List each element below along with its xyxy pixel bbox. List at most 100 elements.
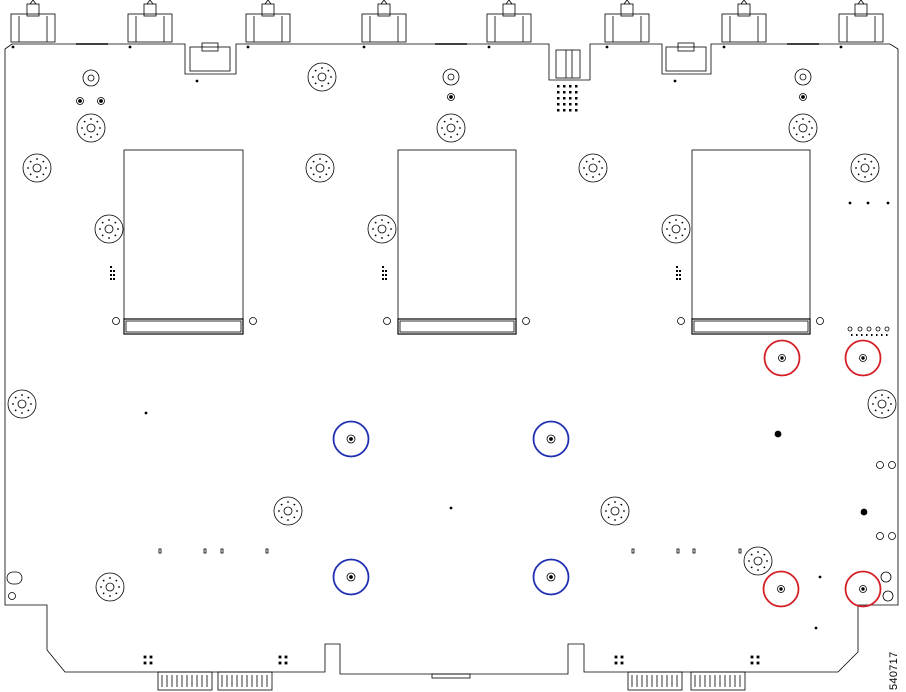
bottom-connector [157,671,213,691]
blue-callout [532,420,570,458]
solder-dot [886,201,890,205]
top-connector-row [10,0,884,72]
pin [575,97,578,100]
solder-dot [673,79,677,83]
small-hole [888,461,896,469]
solder-dot [814,626,818,630]
red-callout [762,570,800,608]
small-hole-group [6,68,896,630]
standoff [788,113,818,143]
pin [563,109,566,112]
pin [569,109,572,112]
bottom-connector [627,671,683,691]
solder-dot [774,430,782,438]
top-connector [361,0,407,49]
led-column [676,266,681,280]
pad [631,548,635,554]
top-connector [10,0,56,49]
standoff [76,113,106,143]
top-connector [838,0,884,49]
small-hole [249,317,257,325]
via-hole [447,93,455,101]
bottom-connector-row [143,655,760,691]
top-connector [721,0,767,49]
pad [692,548,696,554]
small-hole [876,461,884,469]
blue-callout [532,558,570,596]
solder-dot [860,508,868,516]
pad [738,548,742,554]
standoff [94,214,124,244]
standoff [305,153,335,183]
top-connector [604,0,650,49]
board-outline [4,43,899,675]
small-hole [383,317,391,325]
red-callout [844,339,882,377]
module-slot-right [691,149,811,335]
pin [569,97,572,100]
solder-dot [144,411,148,415]
blue-callout [332,558,370,596]
pad [265,548,269,554]
small-hole [876,532,884,540]
standoff [22,153,52,183]
pin [575,85,578,88]
small-hole [888,532,896,540]
small-hole [522,317,530,325]
pin [563,85,566,88]
standoff [95,572,125,602]
standoff [600,496,630,526]
pin [557,91,560,94]
pin [575,109,578,112]
standoff [743,546,773,576]
solder-dot [818,575,822,579]
top-connector [245,0,291,49]
red-callout [763,339,801,377]
pin [569,103,572,106]
callout-group [332,339,882,608]
led-column [382,266,387,280]
top-connector [486,0,532,49]
pin-header [555,49,581,112]
pin [563,103,566,106]
pin [569,91,572,94]
bottom-connector [690,671,746,691]
small-hole [880,571,892,583]
small-hole [8,592,16,600]
solder-dot [449,506,453,510]
standoff [436,113,466,143]
pad-cluster [278,655,288,665]
small-hole [816,317,824,325]
standoff [307,62,337,92]
pin [557,109,560,112]
solder-dot [866,201,870,205]
pin [575,91,578,94]
standoff [7,389,37,419]
pin [563,97,566,100]
pin [569,85,572,88]
indicator-row [847,326,890,336]
figure-id-label: 540717 [888,651,900,690]
blue-callout [332,420,370,458]
solder-dot [195,79,199,83]
standoff-group [7,62,897,602]
mount-hole [82,69,100,87]
pad [220,548,224,554]
pad-cluster [143,655,153,665]
pad [158,548,162,554]
small-hole [112,317,120,325]
via-hole [799,93,807,101]
module-slot-left [123,149,244,335]
latch-connector [665,42,707,72]
via-hole [97,97,105,105]
small-hole [677,317,685,325]
standoff [578,153,608,183]
latch-connector [189,42,231,72]
pad-cluster [750,655,760,665]
pin [557,97,560,100]
via-hole [76,97,84,105]
pad [676,548,680,554]
edge-marker [431,673,471,679]
red-callout [844,570,882,608]
pin [557,103,560,106]
